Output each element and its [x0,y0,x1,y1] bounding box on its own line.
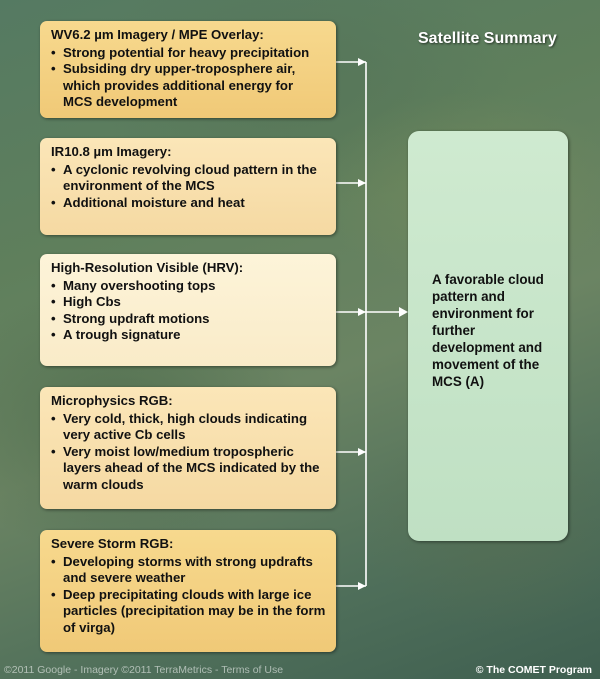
box-bullet: Very moist low/medium tropospheric layer… [51,444,326,494]
diagram-heading: Satellite Summary [418,30,557,47]
box-hrv-visible: High-Resolution Visible (HRV): Many over… [40,254,336,366]
arrowhead-hrv [358,308,366,316]
summary-box: A favorable cloud pattern and environmen… [408,131,568,541]
box-title: High-Resolution Visible (HRV): [51,260,244,275]
copyright-notice: © The COMET Program [475,664,592,676]
box-bullet: Additional moisture and heat [51,195,326,212]
box-bullet: High Cbs [51,294,326,311]
box-bullet: Subsiding dry upper-troposphere air, whi… [51,61,326,111]
box-title: Microphysics RGB: [51,393,173,408]
box-title: Severe Storm RGB: [51,536,174,551]
arrowhead-severe [358,582,366,590]
box-title: IR10.8 µm Imagery: [51,144,172,159]
arrowhead-ir [358,179,366,187]
box-severe-storm-rgb: Severe Storm RGB: Developing storms with… [40,530,336,652]
arrowhead-wv [358,58,366,66]
box-ir-imagery: IR10.8 µm Imagery: A cyclonic revolving … [40,138,336,235]
map-attribution: ©2011 Google - Imagery ©2011 TerraMetric… [4,664,284,676]
box-bullet: Very cold, thick, high clouds indicating… [51,411,326,444]
arrowhead-summary [399,307,408,317]
box-bullet: Strong potential for heavy precipitation [51,45,326,62]
box-microphysics-rgb: Microphysics RGB: Very cold, thick, high… [40,387,336,509]
box-bullet: Deep precipitating clouds with large ice… [51,587,326,637]
box-bullet: Many overshooting tops [51,278,326,295]
box-bullet: A trough signature [51,327,326,344]
box-bullet: A cyclonic revolving cloud pattern in th… [51,162,326,195]
summary-text: A favorable cloud pattern and environmen… [432,272,544,389]
box-wv-imagery: WV6.2 µm Imagery / MPE Overlay: Strong p… [40,21,336,118]
arrowhead-micro [358,448,366,456]
box-bullet: Developing storms with strong updrafts a… [51,554,326,587]
box-title: WV6.2 µm Imagery / MPE Overlay: [51,27,264,42]
box-bullet: Strong updraft motions [51,311,326,328]
